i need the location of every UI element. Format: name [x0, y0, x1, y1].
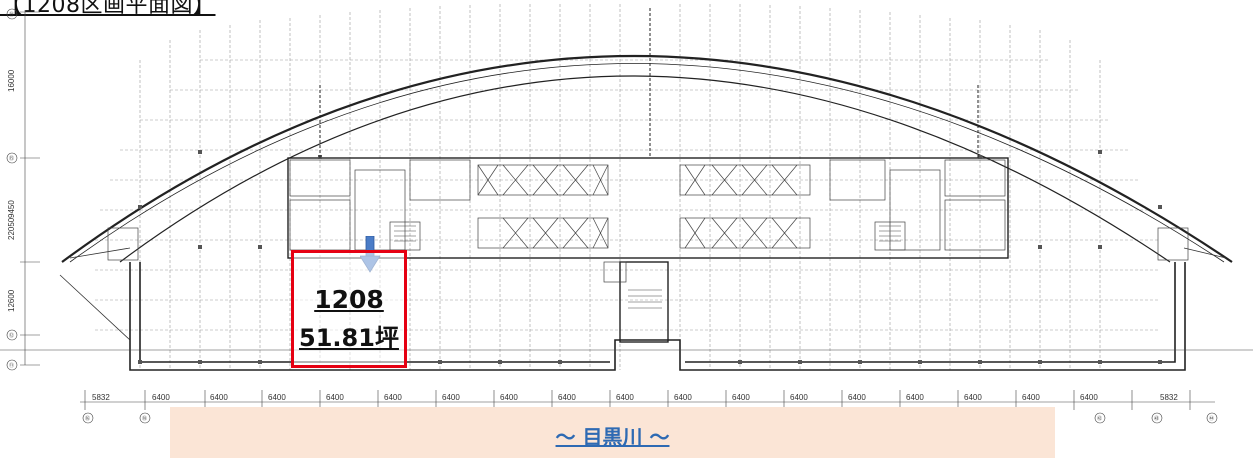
grid-bubble-label: ⑯	[85, 415, 90, 422]
horizontal-dim-label: 6400	[674, 393, 692, 402]
dome-outline	[61, 55, 1233, 263]
page-title: 【1208区画平面図】	[0, 0, 216, 18]
left-dimension-column	[0, 8, 1253, 371]
grid-bubble-label: ㊹	[1209, 415, 1214, 422]
horizontal-dim-label: 6400	[384, 393, 402, 402]
unit-area: 51.81坪	[299, 324, 399, 352]
plan-grid	[139, 4, 1101, 370]
building-core	[287, 157, 1009, 343]
horizontal-dim-label: 6400	[152, 393, 170, 402]
grid-bubble-label: ⑲	[9, 11, 14, 18]
grid-bubble-label: ⑫	[9, 332, 14, 339]
grid-bubble-label: ⑮	[9, 155, 14, 162]
horizontal-dim-label: 6400	[442, 393, 460, 402]
vertical-dim-label: 16000	[7, 69, 16, 92]
horizontal-dim-label: 6400	[1080, 393, 1098, 402]
horizontal-dim-label: 6400	[906, 393, 924, 402]
unit-number: 1208	[314, 285, 384, 314]
grid-bubble-label: ㊷	[1097, 415, 1102, 422]
horizontal-dim-label: 6400	[558, 393, 576, 402]
grid-bubble-label: ⑪	[9, 362, 14, 369]
horizontal-dim-label: 6400	[500, 393, 518, 402]
floor-boundary	[129, 262, 1186, 371]
horizontal-dim-label: 6400	[210, 393, 228, 402]
horizontal-dim-label: 6400	[732, 393, 750, 402]
grid-bubble-label: ㊸	[1154, 415, 1159, 422]
horizontal-dim-label: 5832	[92, 393, 110, 402]
vertical-dim-label: 22050	[7, 217, 16, 240]
horizontal-dim-label: 6400	[326, 393, 344, 402]
vertical-dim-label: 12600	[7, 289, 16, 312]
horizontal-dim-label: 5832	[1160, 393, 1178, 402]
horizontal-dim-label: 6400	[964, 393, 982, 402]
grid-bubble-label: ⑱	[142, 415, 147, 422]
horizontal-dim-label: 6400	[848, 393, 866, 402]
horizontal-dim-label: 6400	[268, 393, 286, 402]
bottom-dimension-line	[80, 390, 1218, 424]
vertical-dim-label: 9450	[7, 200, 16, 218]
river-banner: ～ 目黒川 ～	[170, 407, 1055, 458]
river-label: ～ 目黒川 ～	[555, 425, 670, 449]
horizontal-dim-label: 6400	[790, 393, 808, 402]
unit-1208-highlight[interactable]: 1208 51.81坪	[291, 250, 407, 368]
horizontal-dim-label: 6400	[1022, 393, 1040, 402]
horizontal-dim-label: 6400	[616, 393, 634, 402]
